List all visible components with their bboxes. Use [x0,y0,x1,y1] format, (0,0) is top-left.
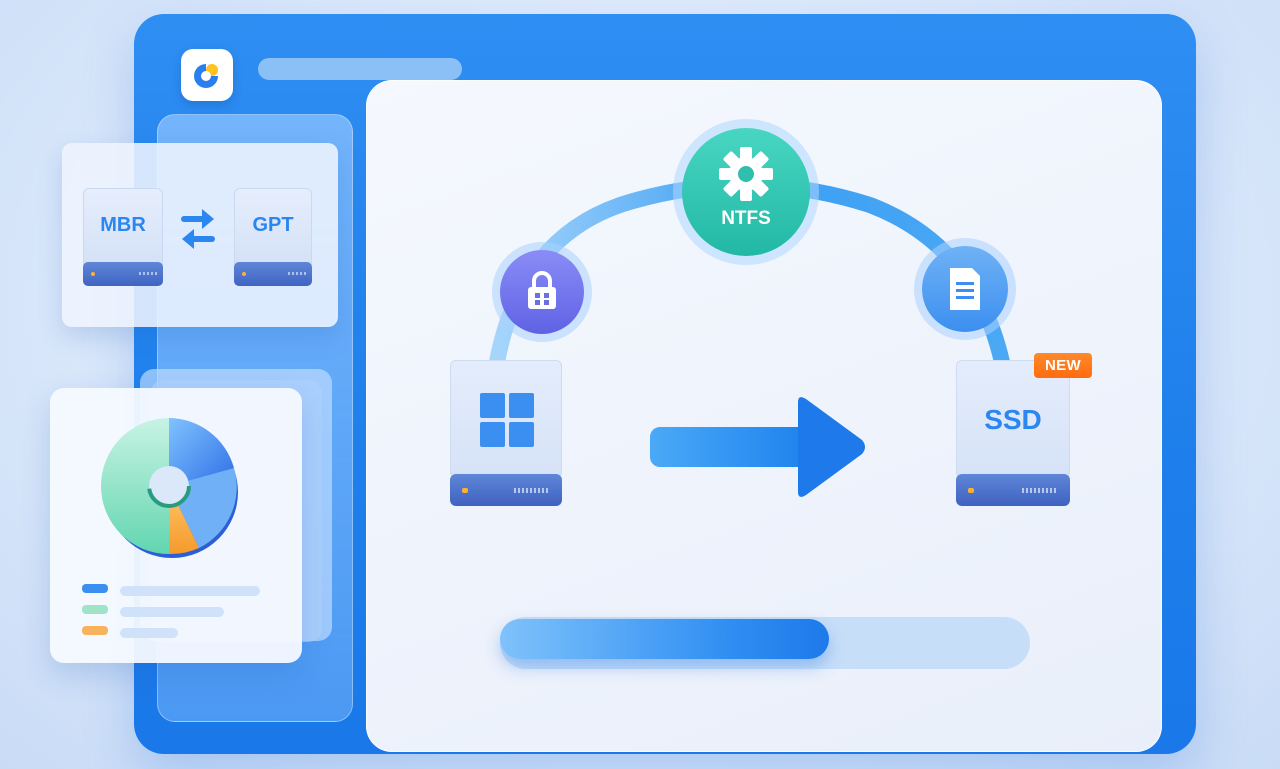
document-node [922,246,1008,332]
gear-icon [719,147,773,201]
document-icon [950,268,980,310]
source-disk [450,360,562,506]
new-badge: NEW [1034,353,1092,378]
gpt-label: GPT [252,214,294,236]
lock-icon [528,271,556,309]
mbr-disk: MBR [83,188,163,286]
progress-fill [500,619,829,659]
app-logo-icon [181,49,233,101]
migration-arrow-shaft [650,427,810,467]
windows-logo-icon [480,393,534,447]
filesystem-label: NTFS [721,208,771,229]
partition-conversion-card[interactable]: MBR GPT [62,143,338,327]
title-bar-placeholder [258,58,462,80]
ssd-label: SSD [984,404,1042,435]
gpt-disk: GPT [234,188,312,286]
target-disk: SSD [956,360,1070,506]
donut-chart-icon [101,418,238,558]
arrow-right-icon [798,397,865,497]
mbr-label: MBR [100,214,146,236]
swap-arrows-icon [181,209,215,249]
disk-usage-card[interactable] [50,388,302,663]
lock-node [500,250,584,334]
